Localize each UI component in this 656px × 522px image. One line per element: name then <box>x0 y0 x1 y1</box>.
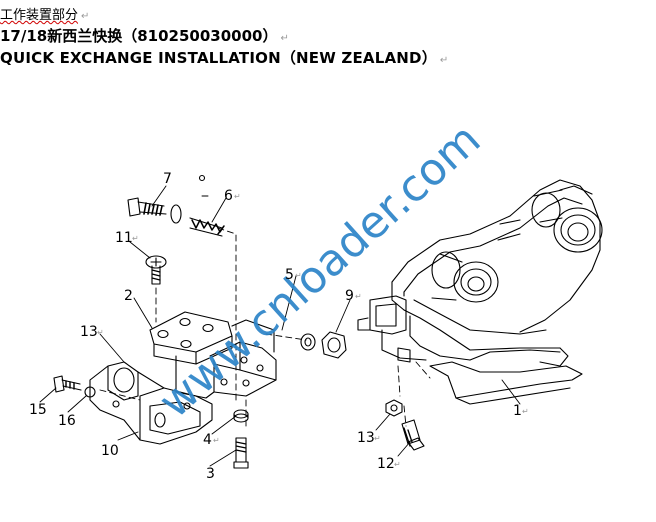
header-english-text: QUICK EXCHANGE INSTALLATION（NEW ZEALAND） <box>0 49 437 67</box>
header-chinese-title: 工作装置部分↵ <box>0 9 89 22</box>
part-label-7: 7 <box>163 171 172 187</box>
part-label-1: 1 <box>513 403 522 419</box>
header-model-title: 17/18新西兰快换（810250030000）↵ <box>0 29 289 44</box>
return-mark: ↵ <box>374 434 381 443</box>
side-block <box>89 361 213 445</box>
part-label-10: 10 <box>101 443 119 459</box>
bolt-3 <box>233 437 249 469</box>
part-label-6: 6 <box>224 188 233 204</box>
return-mark: ↵ <box>439 55 449 66</box>
return-mark: ↵ <box>97 328 104 337</box>
return-mark: ↵ <box>522 407 529 416</box>
return-mark: ↵ <box>234 192 241 201</box>
part-label-13-right: 13 <box>357 430 375 446</box>
header-model-text: 17/18新西兰快换（810250030000） <box>0 27 278 45</box>
part-labels: 7 6 ↵ 11 ↵ 2 5 ↵ 9 ↵ 13 ↵ 15 16 10 4 ↵ 3… <box>29 171 529 482</box>
part-label-5: 5 <box>285 267 294 283</box>
bolt-15 <box>53 375 82 393</box>
spring-6 <box>189 217 225 237</box>
part-label-2: 2 <box>124 288 133 304</box>
nut-13-right <box>385 399 403 417</box>
latch-bracket <box>149 311 277 399</box>
header-english-title: QUICK EXCHANGE INSTALLATION（NEW ZEALAND）… <box>0 51 449 66</box>
watermark-text: www.cnloader.com <box>149 114 490 428</box>
part-label-9: 9 <box>345 288 354 304</box>
part-label-3: 3 <box>206 466 215 482</box>
assembly-centerlines <box>99 195 431 427</box>
bolt-12 <box>401 419 425 451</box>
return-mark: ↵ <box>81 11 90 22</box>
bolt-7 <box>127 197 167 217</box>
screw-11 <box>145 255 167 285</box>
return-mark: ↵ <box>280 33 289 44</box>
header-chinese-text: 工作装置部分 <box>0 8 79 23</box>
washer-7 <box>170 204 182 224</box>
nut-9 <box>300 331 347 359</box>
quick-coupler-frame <box>357 179 603 405</box>
part-label-11: 11 <box>115 230 133 246</box>
return-mark: ↵ <box>394 460 401 469</box>
return-mark: ↵ <box>355 292 362 301</box>
return-mark: ↵ <box>213 436 220 445</box>
return-mark: ↵ <box>132 234 139 243</box>
part-label-15: 15 <box>29 402 47 418</box>
part-label-4: 4 <box>203 432 212 448</box>
part-label-13-left: 13 <box>80 324 98 340</box>
part-label-12: 12 <box>377 456 395 472</box>
small-circle-marker <box>198 174 206 182</box>
part-label-16: 16 <box>58 413 76 429</box>
leader-lines <box>39 185 521 467</box>
washer-16 <box>84 386 96 398</box>
return-mark: ↵ <box>295 271 302 280</box>
